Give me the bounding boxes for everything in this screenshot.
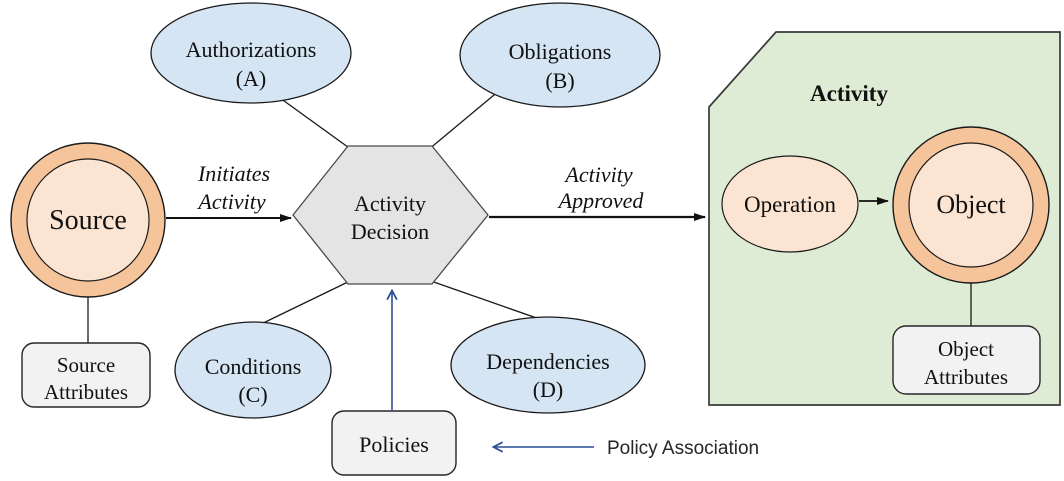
operation-label: Operation [744,192,836,217]
object-node [908,142,1034,268]
source-attributes-label-line1: Source [57,353,115,377]
edge-dependencies-decision [427,279,549,323]
edge-obligations-decision [427,89,501,151]
source-attributes-label-line2: Attributes [44,380,128,404]
activity-approved-label-line2: Approved [557,188,645,213]
initiates-activity-label-line1: Initiates [197,161,270,186]
source-label: Source [49,205,127,236]
activity-container [708,31,1061,406]
object-attributes-box [892,325,1041,395]
activity-decision-label-line2: Decision [351,219,429,244]
activity-decision-label-line1: Activity [354,191,426,216]
edge-authorizations-decision [279,97,353,151]
policy-association-label: Policy Association [607,438,759,459]
authorizations-label-line2: (A) [236,66,267,91]
edge-conditions-decision [254,279,353,328]
initiates-activity-label-line2: Activity [196,189,265,214]
operation-node [721,155,859,253]
activity-approved-label-line1: Activity [563,162,632,187]
conditions-label-line1: Conditions [205,354,302,379]
dependencies-node [450,316,646,414]
conditions-label-line2: (C) [238,382,267,407]
obligations-label-line1: Obligations [509,39,612,64]
obligations-label-line2: (B) [545,68,574,93]
object-attributes-label-line2: Attributes [924,365,1008,389]
authorizations-label-line1: Authorizations [186,37,317,62]
authorizations-node [150,2,352,104]
object-attributes-label-line1: Object [938,337,994,361]
source-node [26,158,150,282]
policies-label: Policies [359,432,429,457]
policies-box [331,410,457,476]
object-label: Object [936,190,1006,219]
dependencies-label-line1: Dependencies [486,349,609,374]
obligations-node [459,2,661,108]
activity-container-label: Activity [810,81,888,106]
dependencies-label-line2: (D) [533,377,564,402]
conditions-node [174,321,332,419]
source-attributes-box [21,342,151,408]
activity-decision-node [292,145,489,285]
